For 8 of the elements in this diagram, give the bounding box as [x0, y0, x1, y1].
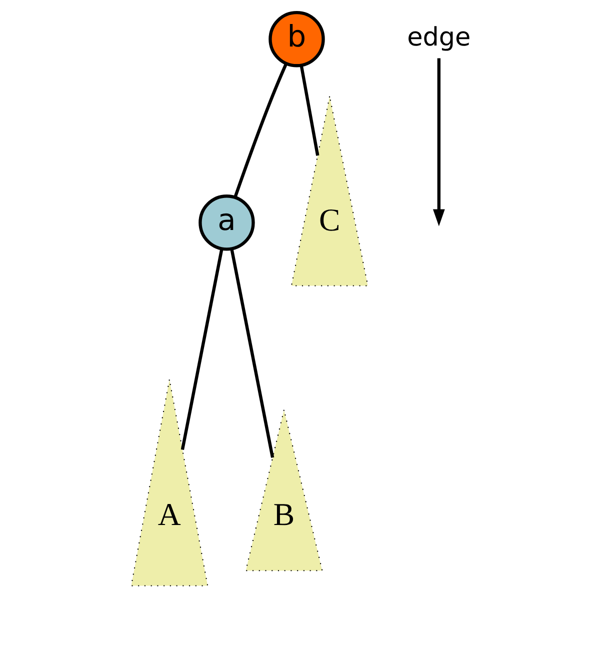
- connector: [180, 248, 223, 450]
- node-text: edge: [406, 22, 470, 53]
- connector: [230, 248, 274, 458]
- connector: [233, 62, 288, 198]
- node-circle: b: [268, 10, 324, 68]
- arrow: [432, 58, 444, 226]
- node-circle: a: [198, 194, 254, 251]
- connector: [299, 65, 319, 156]
